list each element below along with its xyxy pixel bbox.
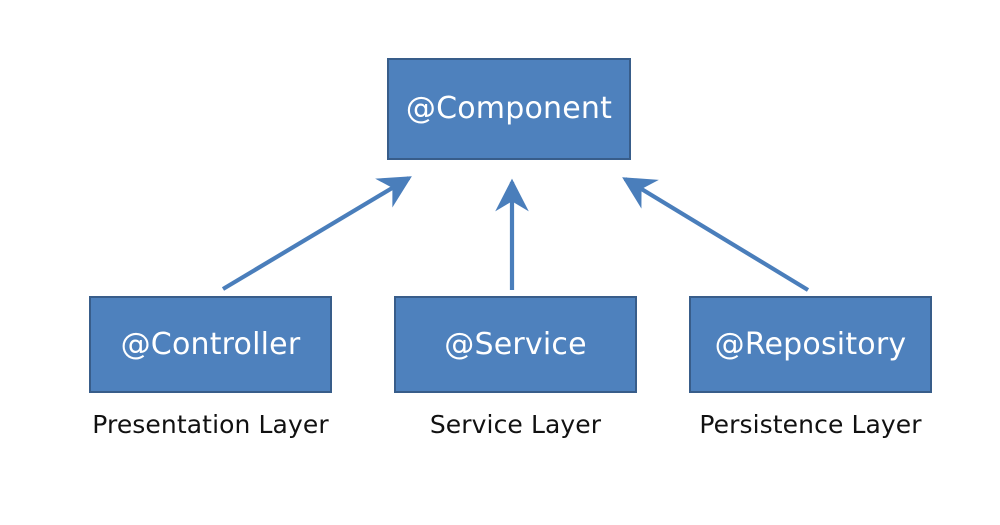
node-service-label: @Service bbox=[444, 326, 587, 362]
node-component-label: @Component bbox=[405, 91, 613, 126]
caption-service-layer: Service Layer bbox=[429, 410, 602, 439]
edge-controller-to-component bbox=[221, 176, 412, 291]
caption-presentation-layer: Presentation Layer bbox=[92, 410, 329, 439]
node-controller[interactable]: @Controller bbox=[89, 296, 332, 393]
node-repository[interactable]: @Repository bbox=[689, 296, 932, 393]
node-service[interactable]: @Service bbox=[394, 296, 637, 393]
node-repository-label: @Repository bbox=[714, 326, 907, 362]
edge-repository-to-component bbox=[622, 177, 810, 292]
caption-persistence-layer: Persistence Layer bbox=[699, 410, 922, 439]
node-component[interactable]: @Component bbox=[387, 58, 631, 160]
node-controller-label: @Controller bbox=[120, 326, 301, 362]
